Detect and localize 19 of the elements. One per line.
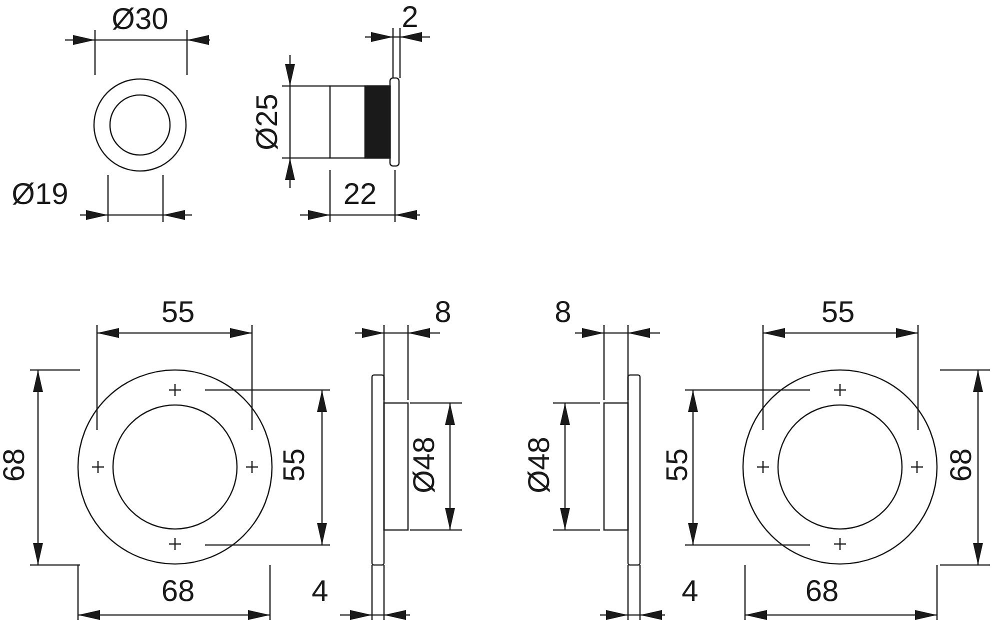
dimension-label: 55: [821, 298, 855, 328]
dimension-label: 22: [343, 180, 377, 210]
dimension-label: 55: [663, 448, 693, 482]
dimension-label: Ø19: [12, 180, 68, 210]
dimension-label: 55: [280, 448, 310, 482]
dimension-label: 68: [161, 577, 195, 607]
dimension-label: 68: [805, 577, 839, 607]
dimension-label: 68: [947, 448, 977, 482]
dimension-label: Ø30: [112, 5, 168, 35]
dimension-label: Ø48: [410, 436, 440, 494]
dimension-label: 4: [312, 577, 328, 607]
dimension-label: 68: [0, 448, 30, 482]
dimension-label: Ø25: [253, 94, 283, 150]
dimension-label: 8: [554, 298, 572, 328]
dimension-label: 2: [402, 3, 418, 33]
dimension-label: Ø48: [525, 436, 555, 494]
dimension-label: 4: [682, 577, 698, 607]
dimension-label: 8: [434, 298, 452, 328]
dimension-label: 55: [161, 298, 195, 328]
